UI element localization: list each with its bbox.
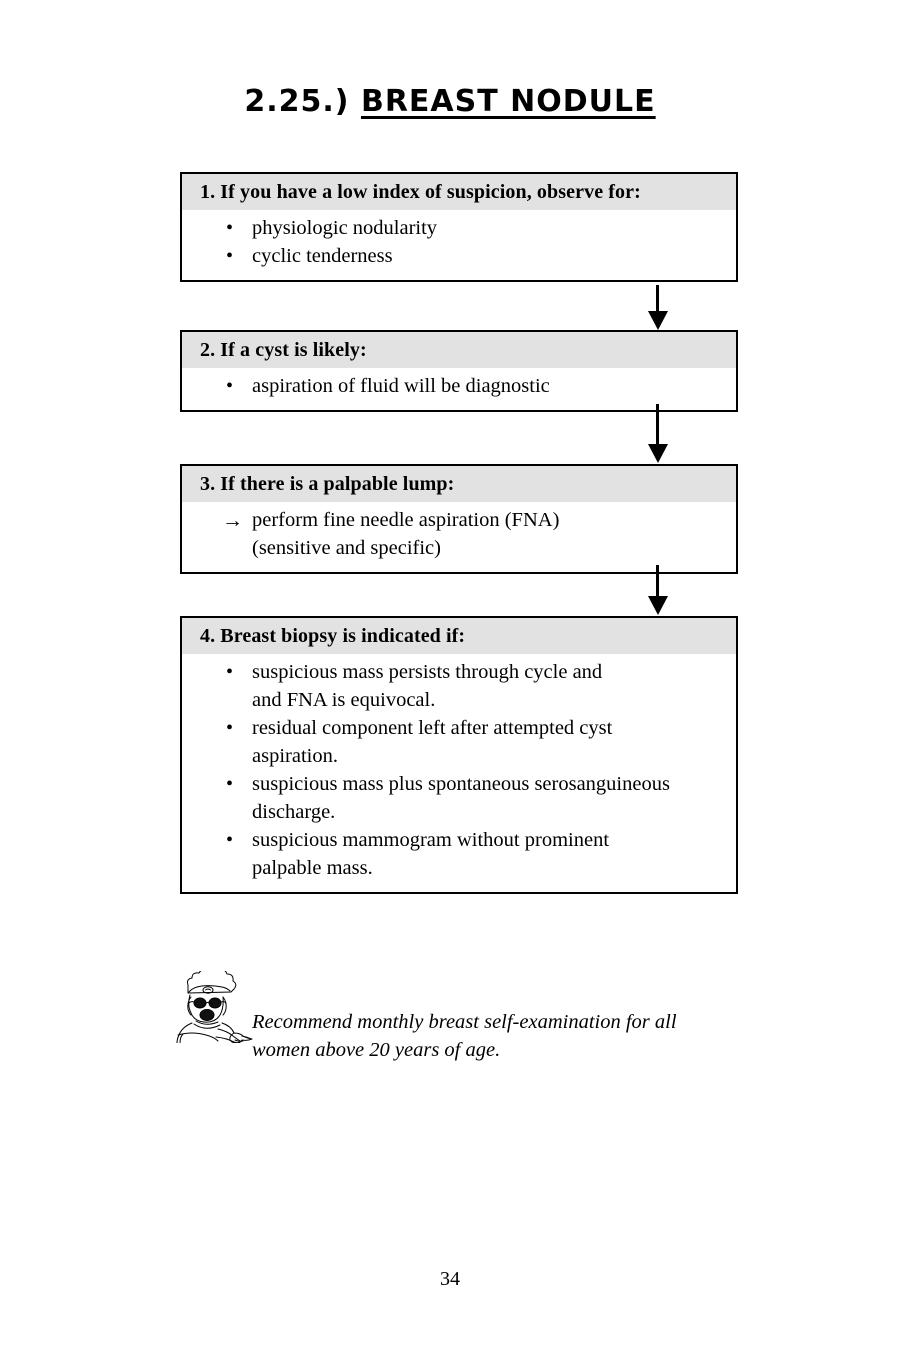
bullet-icon: • <box>226 217 234 239</box>
flow-box-2-header: 2. If a cyst is likely: <box>182 332 736 368</box>
list-item: • aspiration of fluid will be diagnostic <box>200 372 726 400</box>
list-item: • physiologic nodularity <box>200 214 726 242</box>
flow-box-4-body: • suspicious mass persists through cycle… <box>182 654 736 892</box>
arrow-head-icon <box>648 311 668 330</box>
flow-box-3-list: → perform fine needle aspiration (FNA) (… <box>200 506 726 562</box>
bullet-icon: • <box>226 773 234 795</box>
flow-box-1-header: 1. If you have a low index of suspicion,… <box>182 174 736 210</box>
footer-note-line-2: women above 20 years of age. <box>252 1039 501 1061</box>
page-title-number: 2.25.) <box>244 84 350 119</box>
footer-note-line-1: Recommend monthly breast self-examinatio… <box>252 1011 677 1033</box>
list-item-text: cyclic tenderness <box>252 245 393 267</box>
page-title-text: 2.25.) BREAST NODULE <box>244 84 655 119</box>
bullet-icon: • <box>226 661 234 683</box>
list-item: → perform fine needle aspiration (FNA) (… <box>200 506 726 562</box>
list-item-continuation: (sensitive and specific) <box>252 537 441 559</box>
arrow-shaft <box>656 404 659 445</box>
list-item-continuation: aspiration. <box>252 745 338 767</box>
flow-box-2-list: • aspiration of fluid will be diagnostic <box>200 372 726 400</box>
flow-box-2-body: • aspiration of fluid will be diagnostic <box>182 368 736 410</box>
page-title-heading: BREAST NODULE <box>360 84 656 119</box>
arrow-shaft <box>656 285 659 312</box>
flow-box-4-header: 4. Breast biopsy is indicated if: <box>182 618 736 654</box>
footer-note-text: Recommend monthly breast self-examinatio… <box>252 1008 722 1064</box>
list-item-text: suspicious mass persists through cycle a… <box>252 661 603 683</box>
list-item-continuation: palpable mass. <box>252 857 373 879</box>
list-item-text: aspiration of fluid will be diagnostic <box>252 375 550 397</box>
list-item: • suspicious mass persists through cycle… <box>200 658 726 714</box>
bullet-icon: • <box>226 245 234 267</box>
list-item: • suspicious mass plus spontaneous seros… <box>200 770 726 826</box>
flow-connector-arrow <box>648 565 668 616</box>
bullet-icon: • <box>226 717 234 739</box>
flow-box-3-body: → perform fine needle aspiration (FNA) (… <box>182 502 736 572</box>
flow-box-3-header: 3. If there is a palpable lump: <box>182 466 736 502</box>
bullet-icon: • <box>226 829 234 851</box>
bullet-icon: • <box>226 375 234 397</box>
list-item-text: perform fine needle aspiration (FNA) <box>252 509 560 531</box>
page-title: 2.25.) BREAST NODULE <box>0 84 900 119</box>
list-item: • residual component left after attempte… <box>200 714 726 770</box>
page-number: 34 <box>440 1268 460 1290</box>
list-item-text: residual component left after attempted … <box>252 717 613 739</box>
flow-box-2: 2. If a cyst is likely: • aspiration of … <box>180 330 738 412</box>
list-item-text: suspicious mammogram without prominent <box>252 829 610 851</box>
list-item-continuation: discharge. <box>252 801 336 823</box>
flow-box-1-list: • physiologic nodularity • cyclic tender… <box>200 214 726 270</box>
flow-box-1: 1. If you have a low index of suspicion,… <box>180 172 738 282</box>
list-item: • cyclic tenderness <box>200 242 726 270</box>
arrow-shaft <box>656 565 659 597</box>
arrow-right-icon: → <box>222 508 243 532</box>
flow-box-4-list: • suspicious mass persists through cycle… <box>200 658 726 882</box>
flow-connector-arrow <box>648 285 668 330</box>
flow-box-4: 4. Breast biopsy is indicated if: • susp… <box>180 616 738 894</box>
pointing-professor-icon <box>172 967 254 1044</box>
list-item: • suspicious mammogram without prominent… <box>200 826 726 882</box>
arrow-head-icon <box>648 444 668 463</box>
flow-box-1-body: • physiologic nodularity • cyclic tender… <box>182 210 736 280</box>
list-item-text: suspicious mass plus spontaneous serosan… <box>252 773 670 795</box>
flow-box-3: 3. If there is a palpable lump: → perfor… <box>180 464 738 574</box>
arrow-head-icon <box>648 596 668 615</box>
list-item-text: physiologic nodularity <box>252 217 438 239</box>
list-item-continuation: and FNA is equivocal. <box>252 689 436 711</box>
flow-connector-arrow <box>648 404 668 464</box>
